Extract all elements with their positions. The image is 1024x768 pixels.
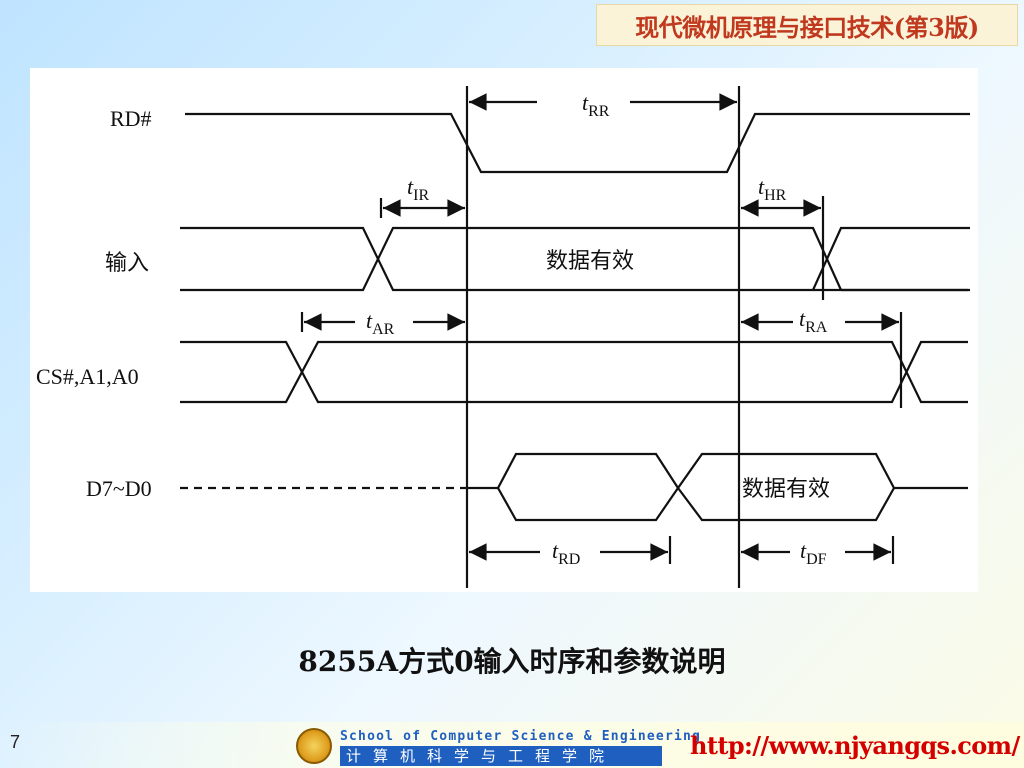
output-data-valid-label: 数据有效 — [742, 477, 830, 502]
cs-waveform-top — [180, 340, 968, 404]
diagram-caption: 8255A方式0输入时序和参数说明 — [298, 645, 726, 678]
tHR-label: tHR — [758, 174, 787, 204]
cs-waveform-bottom — [180, 340, 968, 404]
tIR-label: tIR — [407, 174, 429, 204]
tRR-label: tRR — [582, 90, 610, 120]
input-waveform-bottom — [180, 226, 843, 292]
tAR-label: tAR — [366, 308, 395, 338]
rd-waveform — [185, 112, 970, 174]
website-link[interactable]: http://www.njyangqs.com/ — [690, 731, 1020, 760]
page-number: 7 — [10, 732, 21, 752]
tDF-label: tDF — [800, 538, 827, 568]
timing-diagram-svg: RD# 输入 CS#,A1,A0 D7~D0 数据有效 数据有效 tRR tIR… — [36, 86, 970, 588]
data-waveform-bottom — [497, 486, 895, 522]
input-signal-label: 输入 — [105, 251, 149, 276]
cs-signal-label: CS#,A1,A0 — [36, 364, 139, 389]
input-waveform-tail-top — [811, 226, 970, 291]
data-signal-label: D7~D0 — [86, 476, 152, 501]
data-waveform-top — [497, 452, 968, 490]
input-data-valid-label: 数据有效 — [546, 249, 634, 274]
school-name-chinese: 计算机科学与工程学院 — [340, 746, 662, 766]
tRD-label: tRD — [552, 538, 580, 568]
school-name-english: School of Computer Science & Engineering — [340, 729, 702, 744]
timing-diagram: RD# 输入 CS#,A1,A0 D7~D0 数据有效 数据有效 tRR tIR… — [30, 68, 978, 592]
rd-signal-label: RD# — [110, 106, 152, 131]
tRA-label: tRA — [799, 306, 828, 336]
slide-title: 现代微机原理与接口技术(第3版) — [596, 4, 1018, 46]
school-logo-icon — [296, 728, 332, 764]
